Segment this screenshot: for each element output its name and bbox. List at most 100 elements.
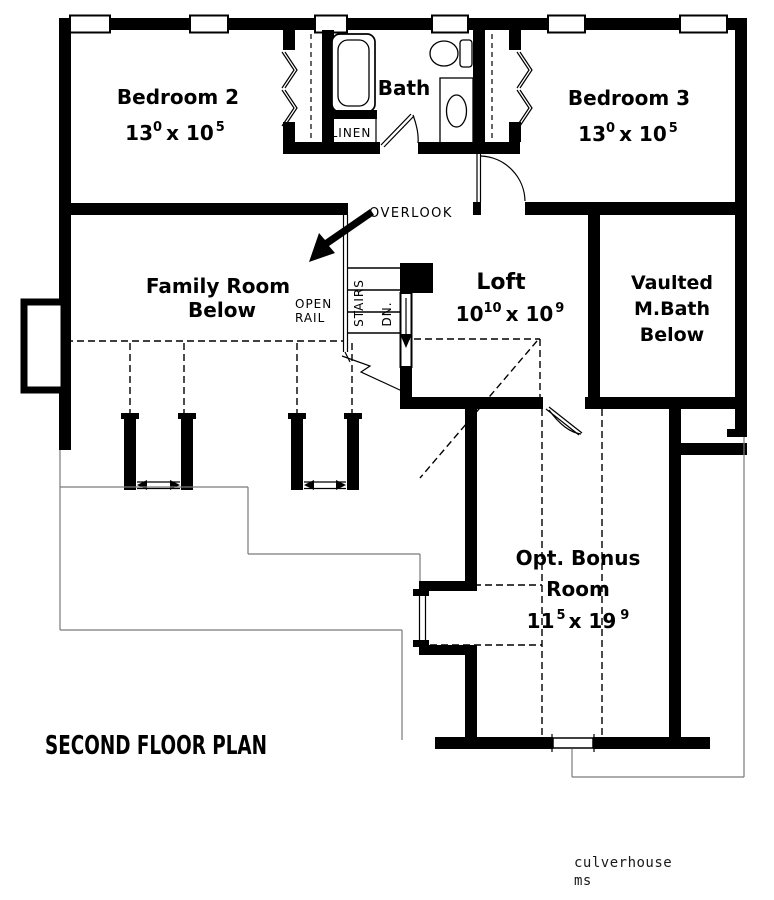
closet-wall-stub [509,122,521,142]
top-wall-segment [585,18,680,30]
bonus-bottom-window [552,737,594,749]
watermark-line2: ms [574,873,592,889]
overlook-arrow-icon [309,209,374,262]
window [679,14,728,34]
closet-wall [473,142,520,154]
ceiling-break-dashed-diagonal [419,340,538,479]
family-room-open: Family Room Below [20,274,362,490]
window-jamb-wall [124,417,136,490]
bonus-left-wall [465,397,477,589]
bath-bottom-wall [334,142,380,154]
family-room-label-2: Below [188,298,256,322]
chase-wall [675,443,747,455]
bifold-door [284,89,298,127]
watermark-line1: culverhouse [574,855,672,871]
bath-bottom-wall [418,142,473,154]
bedroom2-closet [281,30,334,154]
bathroom: Bath LINEN [326,33,474,154]
bifold-door [281,51,295,89]
open-rail-label-2: RAIL [295,311,325,325]
bonus-right-wall [669,409,681,748]
top-wall-segment [110,18,190,30]
closet-wall-stub [283,122,295,142]
stair-break-line [341,355,403,392]
bath-door-leaf [380,113,412,146]
toilet-bowl-icon [429,40,459,67]
bedroom3-door-swing-arc [480,155,526,202]
bonus-bottom-wall [435,737,553,749]
loft-mbath-divider-wall [588,205,600,409]
bonus-door-leaf [548,406,583,434]
loft-bottom-wall [585,397,747,409]
open-rail-label-1: OPEN [295,297,332,311]
window-end-arrow-icon [336,480,346,490]
closet-wall [283,142,334,154]
stair-side-wall-lower [400,367,412,398]
top-wall-segment [468,18,548,30]
window [314,14,348,34]
bonus-label-1: Opt. Bonus [516,546,641,570]
bedroom3-closet [473,30,533,154]
bonus-bottom-wall [593,737,710,749]
bifold-door [516,51,530,89]
bifold-door [281,89,295,127]
master-bath-below: Vaulted M.Bath Below [588,205,747,748]
overlook-area: OVERLOOK [309,206,453,262]
hall-wall-stub [473,202,481,215]
closet-wall-stub [283,30,295,50]
bifold-door [284,51,298,89]
overlook-label: OVERLOOK [369,206,453,221]
stair-post-black-square [400,263,433,293]
stairs-label: STAIRS [352,279,366,327]
linen-top-wall [326,110,377,119]
right-wall-end-cap [727,429,747,437]
exterior-walls [59,18,747,450]
plan-title: SECOND FLOOR PLAN [45,731,267,761]
bedroom3-bottom-wall [525,202,747,215]
bonus-window-cap [413,589,429,596]
titles: SECOND FLOOR PLAN culverhouse ms [45,731,672,889]
window [189,14,229,34]
closet-wall-stub [509,30,521,50]
rail-foot [344,351,351,363]
bonus-window-cap [413,640,429,647]
top-wall-segment [228,18,315,30]
bedroom2-bottom-wall [59,203,348,215]
bedroom3-label: Bedroom 3 [568,86,690,110]
down-arrow-icon [400,334,412,348]
window [431,14,469,34]
jamb-cap [121,413,139,419]
top-wall-segment [347,18,432,30]
bonus-window-jog-wall [419,581,477,591]
jamb-cap [178,413,196,419]
mbath-label-2: M.Bath [634,298,710,320]
bath-label: Bath [378,76,431,100]
roof-outline [59,437,745,778]
bedroom2-label: Bedroom 2 [117,85,239,109]
right-wall [735,18,747,437]
jamb-cap [344,413,362,419]
bonus-left-wall-lower [465,645,477,748]
bifold-door [519,51,533,89]
chimney [20,298,68,394]
window [547,14,586,34]
window-jamb-wall [291,417,303,490]
window-jamb-wall [181,417,193,490]
window-jamb-wall [347,417,359,490]
bifold-door [519,89,533,127]
bath-door-swing-arc [412,114,419,144]
family-room-label-1: Family Room [146,274,290,298]
bonus-label-2: Room [546,577,610,601]
mbath-label-3: Below [640,324,705,346]
bonus-side-window-glazing [418,596,427,640]
window-end-arrow-icon [304,480,314,490]
